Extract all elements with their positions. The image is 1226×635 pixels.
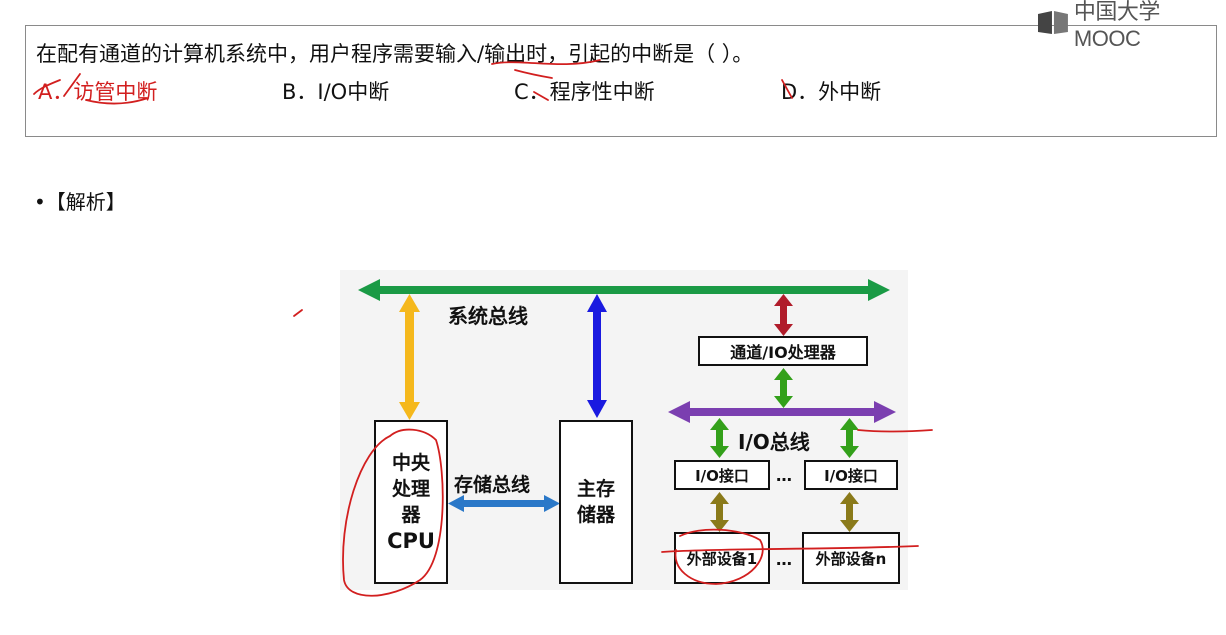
- option-a[interactable]: A．访管中断: [38, 80, 158, 104]
- cpu-line-2: 处理: [391, 478, 430, 500]
- option-c[interactable]: C．程序性中断: [514, 80, 655, 104]
- analysis-label: •【解析】: [34, 190, 126, 214]
- device-link-1: [710, 492, 729, 532]
- system-bus-arrow: [358, 279, 890, 301]
- ellipsis-1: …: [776, 466, 792, 485]
- memory-bus-arrow: [448, 495, 560, 512]
- cpu-line-1: 中央: [391, 452, 430, 474]
- channel-link-arrow: [774, 294, 793, 336]
- logo-text: 中国大学MOOC: [1073, 0, 1161, 51]
- ellipsis-2: …: [776, 550, 792, 569]
- cpu-line-4: CPU: [387, 529, 435, 553]
- mooc-logo: 中国大学MOOC: [1036, 0, 1226, 51]
- main-memory-line-1: 主存: [576, 478, 615, 500]
- main-memory-box: 主存 储器: [559, 420, 633, 584]
- channel-processor-box: 通道/IO处理器: [698, 336, 868, 366]
- option-b[interactable]: B．I/O中断: [282, 80, 390, 104]
- io-interface-link-2: [840, 418, 859, 458]
- io-interface-2: I/O接口: [804, 460, 898, 490]
- option-d[interactable]: D．外中断: [781, 80, 882, 104]
- io-interface-link-1: [710, 418, 729, 458]
- io-bus-label: I/O总线: [738, 430, 810, 454]
- memory-link-arrow: [587, 294, 607, 418]
- computer-architecture-diagram: 系统总线 中央 处理 器 CPU 存储总线 主存 储器 通道/IO处理器 I/O…: [340, 270, 908, 590]
- device-link-2: [840, 492, 859, 532]
- io-interface-1: I/O接口: [674, 460, 770, 490]
- diagram-arrows: [358, 279, 896, 532]
- channel-iobus-arrow: [774, 368, 793, 408]
- device-1-box: 外部设备1: [674, 532, 770, 584]
- book-icon: [1037, 11, 1068, 34]
- memory-bus-label: 存储总线: [454, 474, 531, 496]
- cpu-link-arrow: [399, 294, 420, 420]
- system-bus-label: 系统总线: [448, 304, 528, 328]
- device-n-box: 外部设备n: [802, 532, 900, 584]
- question-box: 在配有通道的计算机系统中，用户程序需要输入/输出时，引起的中断是（ ）。 A．访…: [25, 25, 1217, 137]
- main-memory-line-2: 储器: [576, 504, 615, 526]
- cpu-box: 中央 处理 器 CPU: [374, 420, 448, 584]
- cpu-line-3: 器: [401, 504, 421, 526]
- question-text: 在配有通道的计算机系统中，用户程序需要输入/输出时，引起的中断是（ ）。: [36, 42, 754, 66]
- io-bus-arrow: [668, 401, 896, 423]
